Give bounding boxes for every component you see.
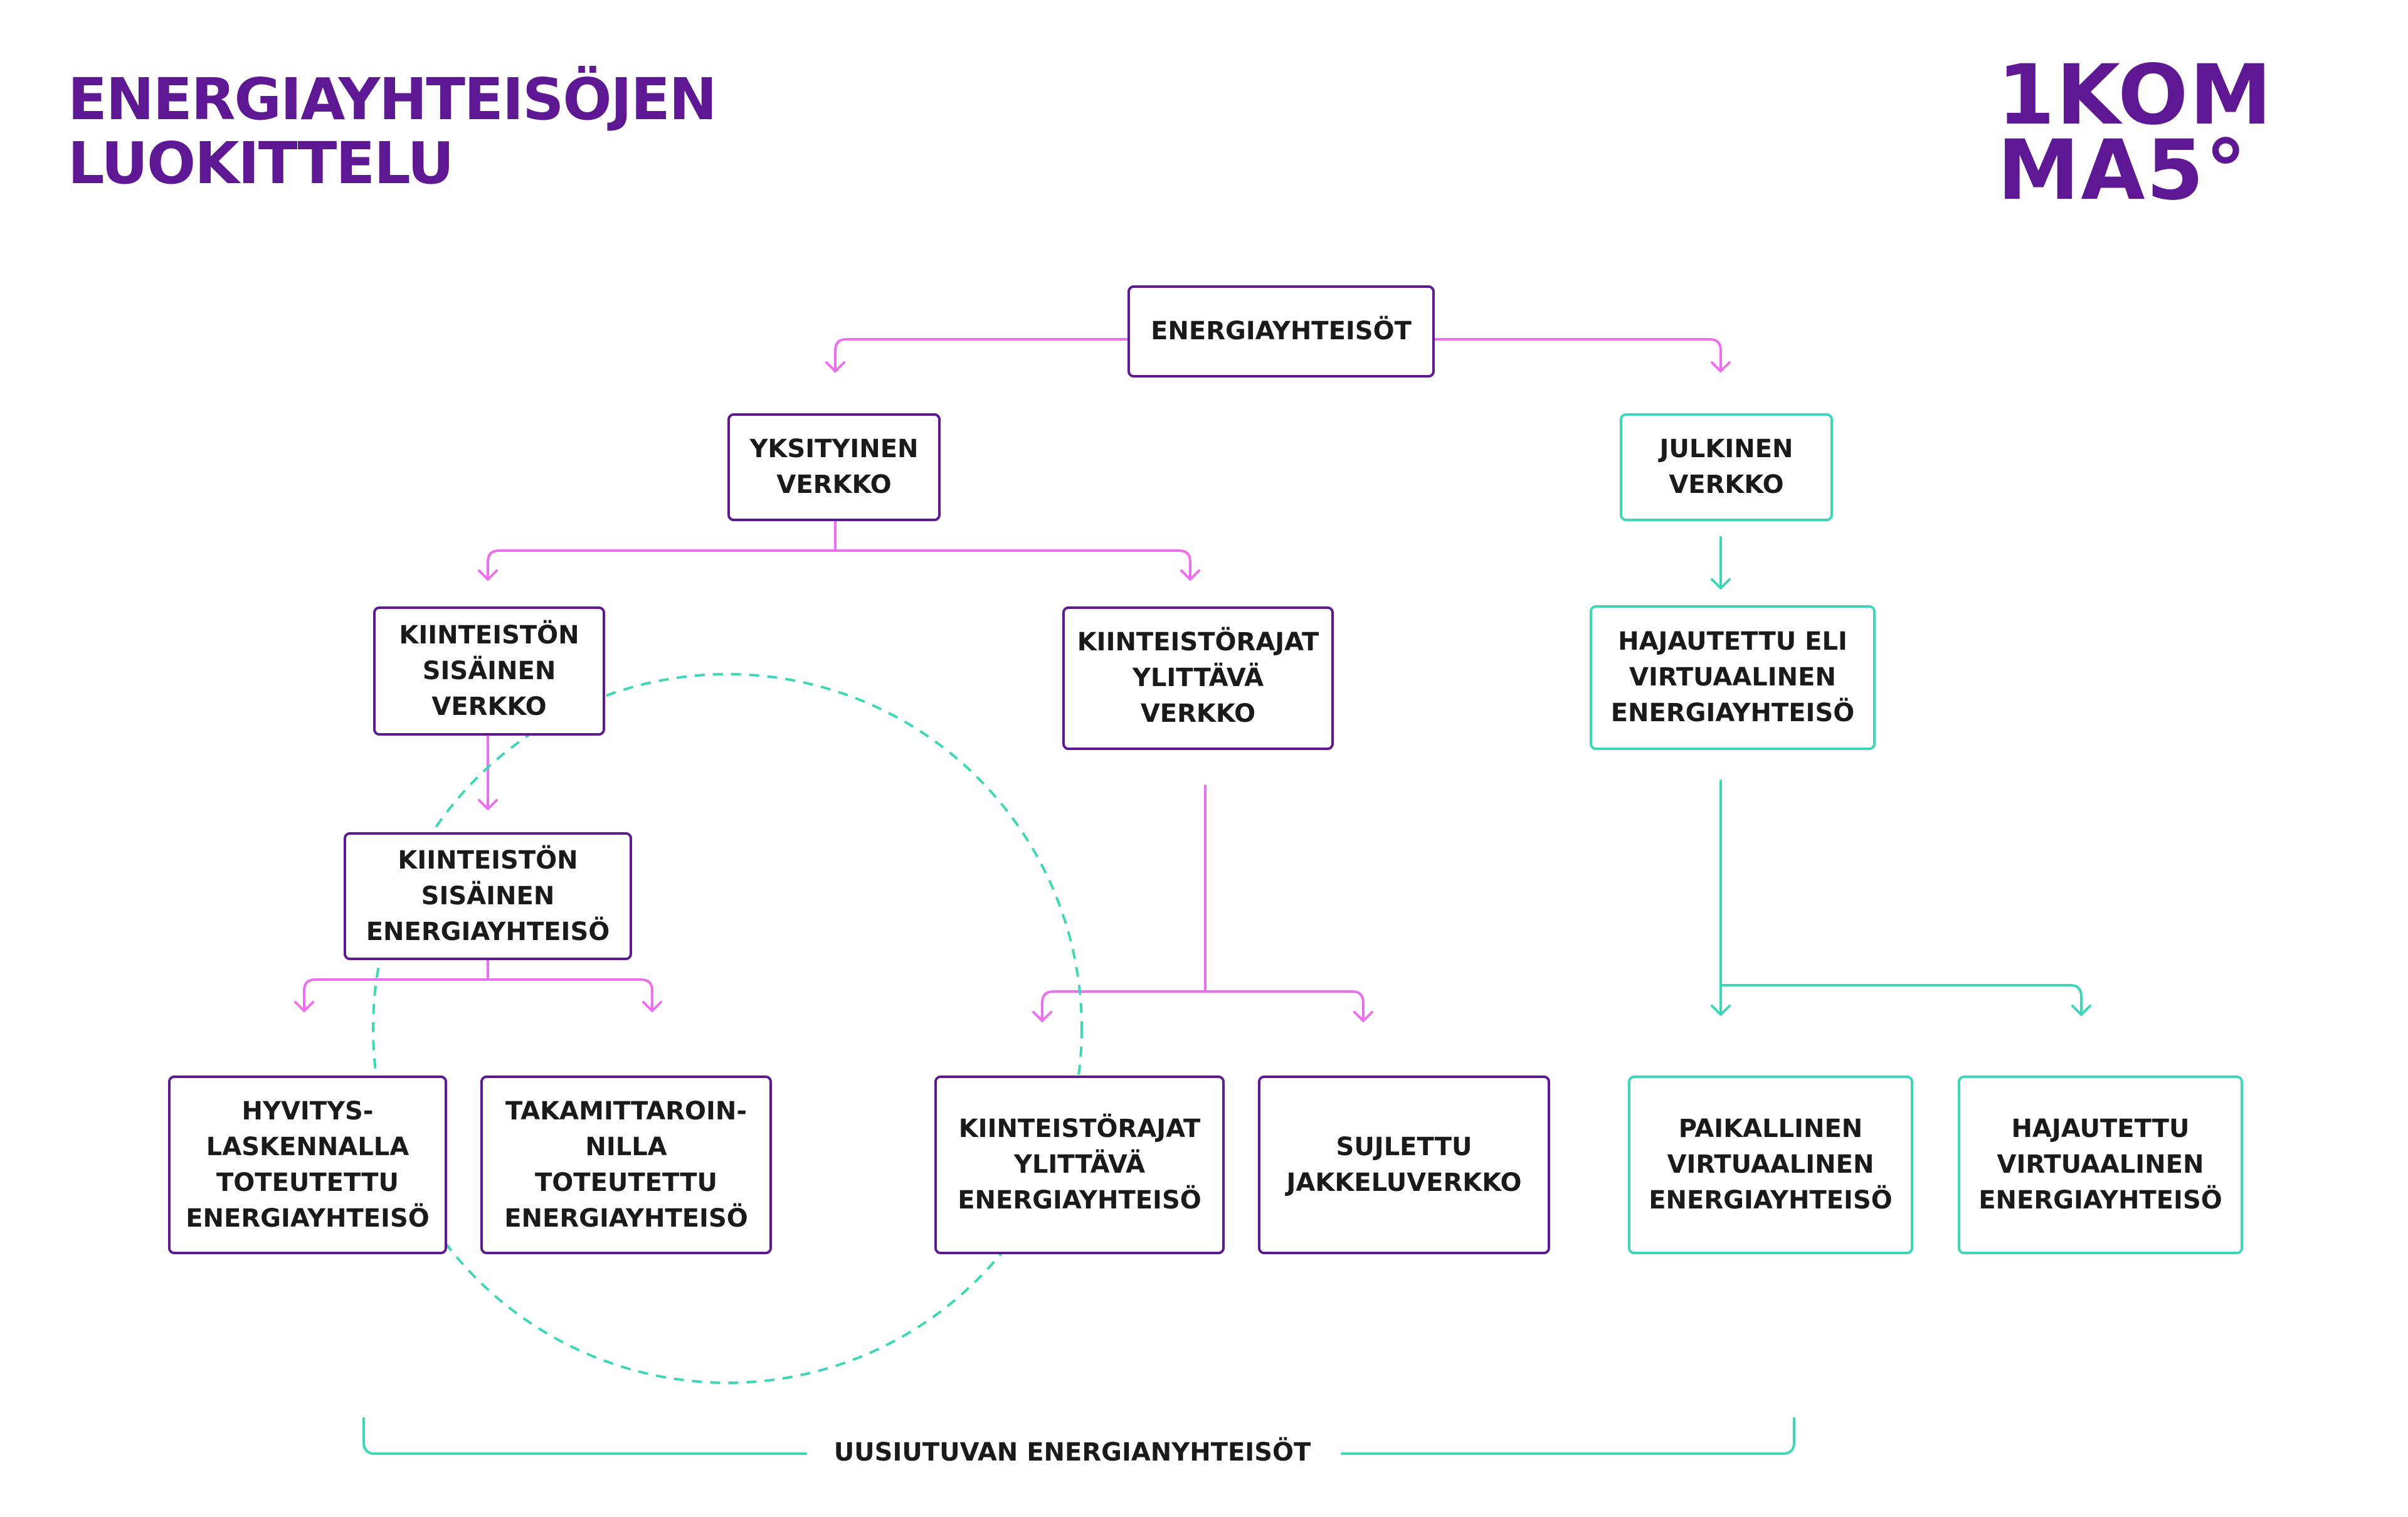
node-julkinen-verkko: JULKINEN VERKKO (1620, 413, 1833, 521)
node-hajautettu-eli-virtuaalinen: HAJAUTETTU ELI VIRTUAALINEN ENERGIAYHTEI… (1590, 605, 1876, 750)
connector-root-to-public (1434, 338, 1722, 373)
page-title-line-2: LUOKITTELU (68, 130, 454, 197)
arrowhead-internal-network (478, 569, 498, 581)
arrowhead-internal-community (478, 799, 498, 810)
node-kiinteistorajat-ylittava-verkko: KIINTEISTÖRAJAT YLITTÄVÄ VERKKO (1062, 606, 1334, 750)
node-hajautettu-virtuaalinen: HAJAUTETTU VIRTUAALINEN ENERGIAYHTEISÖ (1958, 1076, 2243, 1254)
arrowhead-closed-network (1353, 1011, 1373, 1022)
connector-community-branch (303, 978, 653, 1012)
node-kiinteiston-sisainen-verkko: KIINTEISTÖN SISÄINEN VERKKO (373, 606, 605, 736)
arrowhead-cross-community (1032, 1011, 1052, 1022)
renewable-highlight-circle (372, 673, 1083, 1384)
node-energiayhteisot: ENERGIAYHTEISÖT (1127, 285, 1435, 378)
node-yksityinen-verkko: YKSITYINEN VERKKO (727, 413, 941, 521)
node-kiinteiston-sisainen-energiayhteiso: KIINTEISTÖN SISÄINEN ENERGIAYHTEISÖ (344, 832, 632, 960)
brand-logo-line-2: MA5° (1997, 122, 2248, 219)
arrowhead-private (825, 361, 845, 373)
arrowhead-takamittarointi (642, 1001, 662, 1012)
renewable-bracket (362, 1417, 1795, 1455)
node-kiinteistorajat-ylittava-energiayhteiso: KIINTEISTÖRAJAT YLITTÄVÄ ENERGIAYHTEISÖ (934, 1076, 1225, 1254)
connector-virtual-branch (1719, 984, 2083, 1016)
renewable-communities-label: UUSIUTUVAN ENERGIANYHTEISÖT (833, 1438, 1311, 1467)
arrowhead-local-virtual (1711, 1005, 1731, 1016)
page-title-line-1: ENERGIAYHTEISÖJEN (68, 66, 717, 133)
arrowhead-cross-network (1180, 569, 1200, 581)
node-paikallinen-virtuaalinen: PAIKALLINEN VIRTUAALINEN ENERGIAYHTEISÖ (1628, 1076, 1913, 1254)
brand-logo: 1KOM MA5° (1997, 47, 2273, 219)
brand-logo-line-1: 1KOM (1997, 47, 2273, 144)
connector-cross-branch (1041, 990, 1365, 1022)
arrowhead-distributed-virtual (2071, 1005, 2091, 1016)
page-title: ENERGIAYHTEISÖJEN LUOKITTELU (68, 66, 717, 197)
node-suljettu-jakeluverkko: SUJLETTU JAKKELUVERKKO (1258, 1076, 1550, 1254)
arrowhead-virtual (1711, 578, 1731, 589)
arrowhead-public (1711, 361, 1731, 373)
connector-private-branch (487, 549, 1191, 581)
connector-root-to-private (834, 338, 1129, 373)
node-hyvityslaskennalla: HYVITYS- LASKENNALLA TOTEUTETTU ENERGIAY… (168, 1076, 447, 1254)
arrowhead-hyvitys (294, 1001, 314, 1012)
node-takamittaroinnilla: TAKAMITTAROIN- NILLA TOTEUTETTU ENERGIAY… (480, 1076, 772, 1254)
connector-lines (294, 338, 2091, 1022)
